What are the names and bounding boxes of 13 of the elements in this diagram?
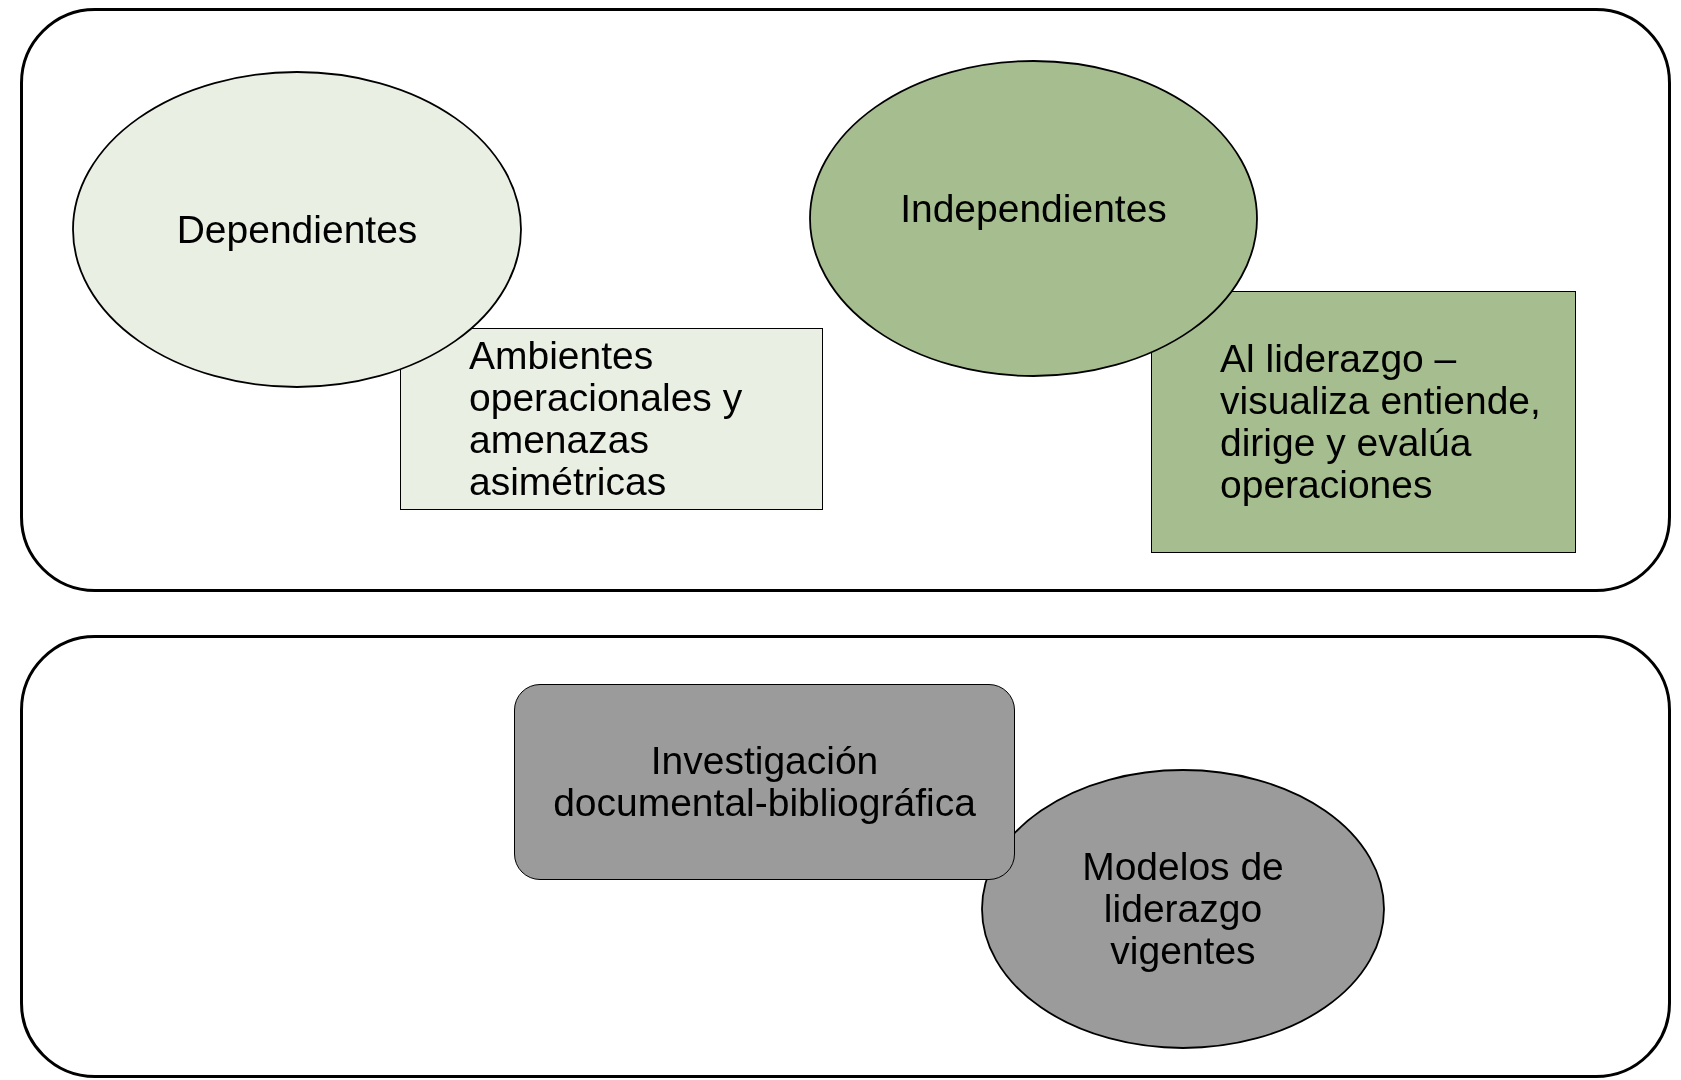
node-label: Al liderazgo – visualiza entiende, dirige y evalúa operaciones (1220, 338, 1542, 506)
oval-node (809, 60, 1258, 377)
node-label: Investigación documental-bibliográfica (552, 740, 977, 824)
rounded-box (514, 684, 1015, 880)
panel-background (20, 8, 1671, 592)
node-label: Ambientes operacionales y amenazas asimétricas (469, 335, 744, 503)
oval-node (981, 769, 1385, 1049)
text-box (400, 328, 823, 510)
node-label: Modelos de liderazgo vigentes (1081, 846, 1285, 972)
panel-background (20, 635, 1671, 1078)
text-box (1151, 291, 1576, 553)
node-label: Independientes (900, 187, 1167, 230)
node-label: Dependientes (176, 208, 418, 251)
